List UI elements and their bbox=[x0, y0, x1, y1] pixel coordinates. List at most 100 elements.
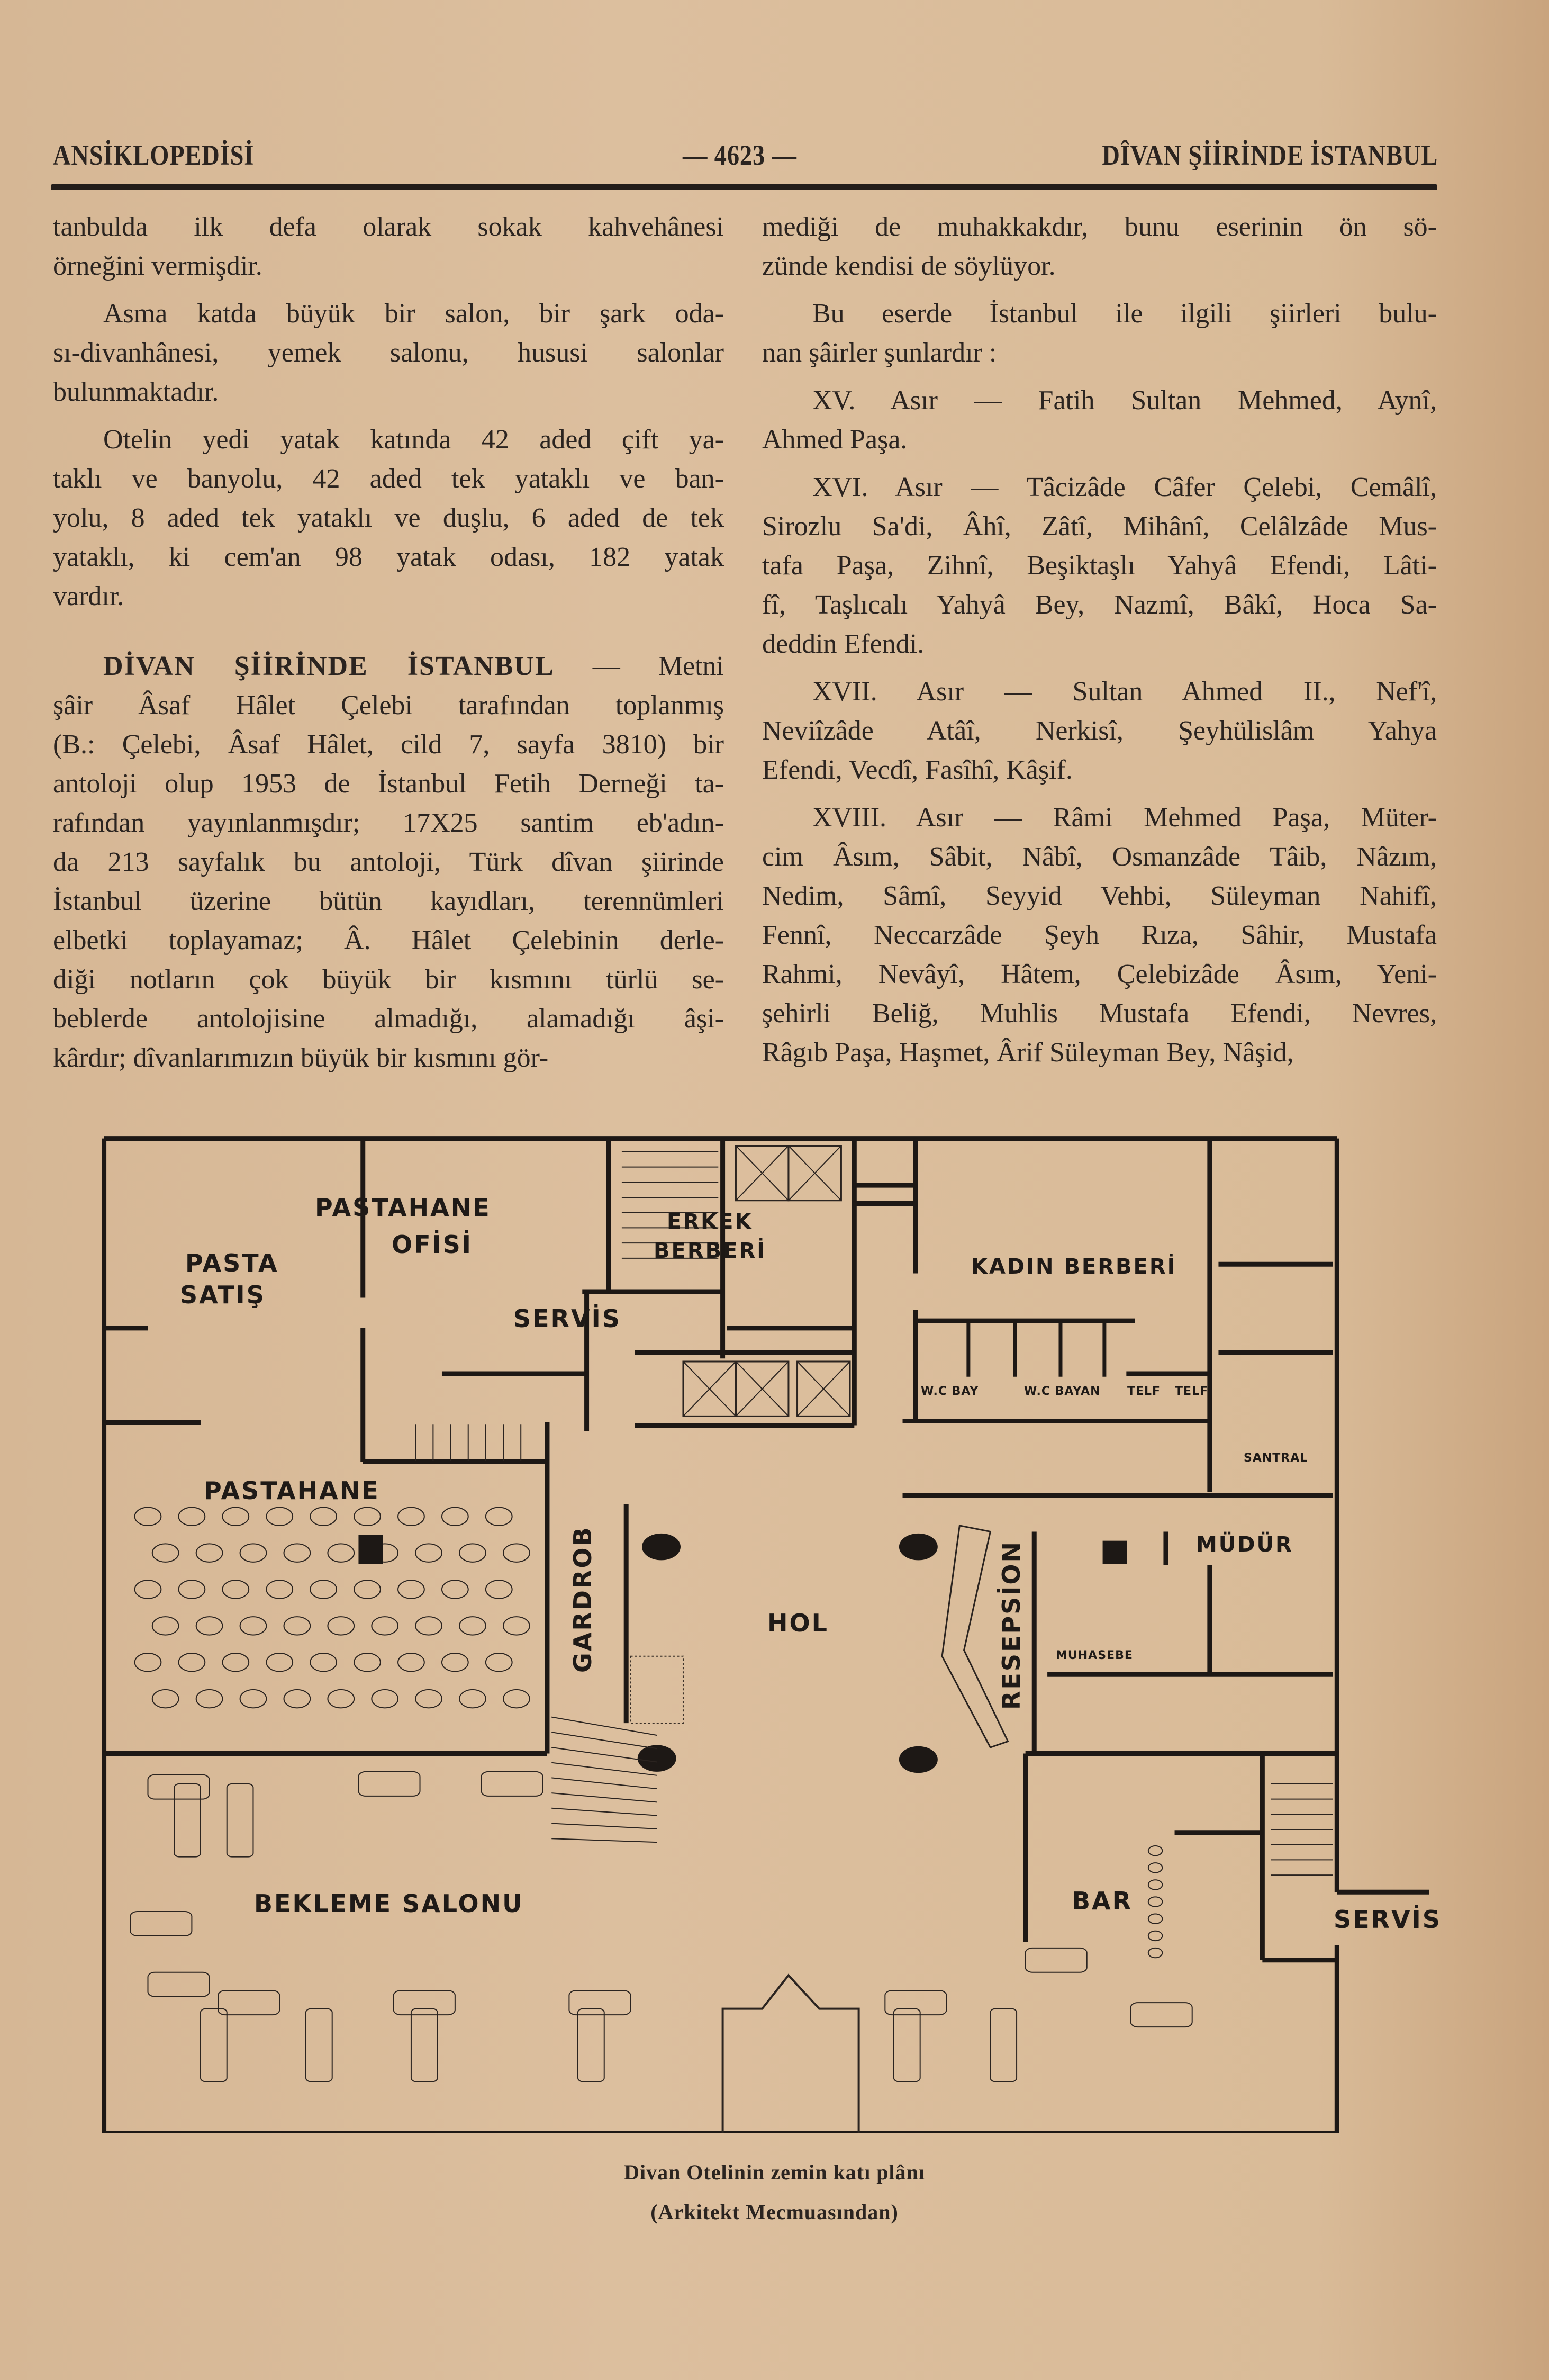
lounge-seat bbox=[148, 1775, 209, 1799]
column-pillar bbox=[899, 1533, 938, 1561]
stair-step bbox=[551, 1793, 657, 1802]
cafe-chair bbox=[240, 1617, 267, 1635]
paragraph: XV. Asır — Fatih Sultan Mehmed, Aynî,Ahm… bbox=[762, 381, 1437, 459]
text-line: örneğini vermişdir. bbox=[53, 251, 262, 281]
label-bar: BAR bbox=[1072, 1887, 1133, 1915]
stair-step bbox=[551, 1717, 657, 1735]
text-line: İstanbul üzerine bütün kayıdları, terenn… bbox=[53, 886, 724, 916]
cafe-chair bbox=[310, 1580, 337, 1598]
cafe-chair bbox=[372, 1617, 398, 1635]
cafe-chair bbox=[152, 1617, 179, 1635]
paragraph: XVII. Asır — Sultan Ahmed II., Nef'î,Nev… bbox=[762, 672, 1437, 790]
label-wc-bayan: W.C BAYAN bbox=[1024, 1385, 1101, 1398]
text-line: Bu eserde İstanbul ile ilgili şiirleri b… bbox=[812, 299, 1437, 329]
text-line: Efendi, Vecdî, Fasîhî, Kâşif. bbox=[762, 755, 1073, 785]
lounge-seat bbox=[885, 1990, 946, 2015]
text-line: XVI. Asır — Tâcizâde Câfer Çelebi, Cemâl… bbox=[812, 472, 1437, 502]
floor-plan: PASTA SATIŞ PASTAHANE OFİSİ SERVİS ERKEK BERBE… bbox=[95, 1128, 1471, 2133]
cafe-chair bbox=[459, 1617, 486, 1635]
sofa bbox=[306, 2009, 332, 2082]
elevator-cross bbox=[683, 1362, 736, 1416]
cafe-chair bbox=[179, 1580, 205, 1598]
label-servis: SERVİS bbox=[1334, 1905, 1442, 1934]
lounge-seat bbox=[1026, 1948, 1087, 1972]
label-erkek-berberi: BERBERİ bbox=[654, 1239, 767, 1263]
bar-stool bbox=[1148, 1931, 1163, 1941]
cafe-chair bbox=[503, 1617, 530, 1635]
label-resepsion: RESEPSİON bbox=[997, 1540, 1026, 1710]
pillar-square bbox=[1102, 1540, 1127, 1564]
cafe-chair bbox=[222, 1653, 249, 1671]
paragraph: Bu eserde İstanbul ile ilgili şiirleri b… bbox=[762, 294, 1437, 373]
text-line: vardır. bbox=[53, 581, 124, 611]
text-line: tanbulda ilk defa olarak sokak kahvehâne… bbox=[53, 212, 724, 242]
cafe-chair bbox=[152, 1544, 179, 1562]
lounge-seat bbox=[148, 1972, 209, 1997]
text-line: Sirozlu Sa'di, Âhî, Zâtî, Mihânî, Celâlz… bbox=[762, 511, 1437, 542]
lounge-seat bbox=[358, 1772, 420, 1796]
text-line: fî, Taşlıcalı Yahyâ Bey, Nazmî, Bâkî, Ho… bbox=[762, 590, 1437, 620]
text-line: bulunmaktadır. bbox=[53, 377, 219, 407]
cafe-chair bbox=[354, 1580, 381, 1598]
column-pillar bbox=[899, 1746, 938, 1773]
cafe-chair bbox=[328, 1544, 354, 1562]
stair-step bbox=[551, 1763, 657, 1775]
stair-step bbox=[551, 1808, 657, 1816]
paragraph: tanbulda ilk defa olarak sokak kahvehâne… bbox=[53, 208, 724, 286]
cafe-chair bbox=[222, 1508, 249, 1526]
cafe-chair bbox=[196, 1544, 223, 1562]
cafe-chair bbox=[328, 1690, 354, 1708]
text-line: elbetki toplayamaz; Â. Hâlet Çelebinin d… bbox=[53, 925, 724, 955]
label-hol: HOL bbox=[767, 1609, 829, 1637]
cafe-chair bbox=[398, 1580, 424, 1598]
label-pastahane: PASTAHANE bbox=[204, 1476, 380, 1505]
cafe-chair bbox=[179, 1653, 205, 1671]
elevator-cross bbox=[798, 1362, 850, 1416]
cafe-chair bbox=[284, 1544, 311, 1562]
paragraph: XVI. Asır — Tâcizâde Câfer Çelebi, Cemâl… bbox=[762, 468, 1437, 664]
label-pasta-satis: PASTA bbox=[185, 1249, 279, 1277]
text-line: tafa Paşa, Zihnî, Beşiktaşlı Yahyâ Efend… bbox=[762, 551, 1437, 581]
text-line: cim Âsım, Sâbit, Nâbî, Osmanzâde Tâib, N… bbox=[762, 842, 1437, 872]
cafe-chair bbox=[179, 1508, 205, 1526]
running-header-left: ANSİKLOPEDİSİ bbox=[53, 139, 255, 171]
label-erkek-berberi: ERKEK bbox=[667, 1210, 753, 1234]
plant-pot bbox=[630, 1656, 683, 1723]
cafe-chair bbox=[310, 1508, 337, 1526]
cafe-chair bbox=[442, 1508, 468, 1526]
cafe-chair bbox=[135, 1508, 161, 1526]
label-santral: SANTRAL bbox=[1244, 1452, 1308, 1465]
cafe-chair bbox=[459, 1544, 486, 1562]
elevator-cross bbox=[789, 1146, 841, 1200]
text-line: diği notların çok büyük bir kısmını türl… bbox=[53, 964, 724, 995]
text-line: DİVAN ŞİİRİNDE İSTANBUL — Metni bbox=[53, 647, 724, 686]
cafe-chair bbox=[310, 1653, 337, 1671]
cafe-chair bbox=[354, 1653, 381, 1671]
elevator bbox=[789, 1146, 841, 1200]
cafe-chair bbox=[503, 1690, 530, 1708]
label-pastahane-ofisi: OFİSİ bbox=[392, 1230, 473, 1259]
bar-stool bbox=[1148, 1846, 1163, 1855]
cafe-chair bbox=[486, 1508, 512, 1526]
bar-stool bbox=[1148, 1880, 1163, 1889]
label-servis: SERVİS bbox=[513, 1304, 621, 1333]
cafe-chair bbox=[266, 1580, 293, 1598]
text-line-rest: — Metni bbox=[554, 651, 724, 681]
text-line: Râgıb Paşa, Haşmet, Ârif Süleyman Bey, N… bbox=[762, 1038, 1294, 1068]
lounge-seat bbox=[394, 1990, 455, 2015]
text-line: Ahmed Paşa. bbox=[762, 425, 908, 455]
figure-source: (Arkitekt Mecmuasından) bbox=[650, 2200, 899, 2224]
text-line: da 213 sayfalık bu antoloji, Türk dîvan … bbox=[53, 847, 724, 877]
cafe-chair bbox=[442, 1653, 468, 1671]
label-kadin-berberi: KADIN BERBERİ bbox=[971, 1255, 1177, 1279]
text-line: yataklı, ki cem'an 98 yatak odası, 182 y… bbox=[53, 542, 724, 572]
label-pasta-satis: SATIŞ bbox=[180, 1281, 266, 1309]
floor-plan-drawing bbox=[95, 1128, 1471, 2133]
elevator-cross bbox=[736, 1362, 788, 1416]
cafe-chair bbox=[503, 1544, 530, 1562]
right-text-column: mediği de muhakkakdır, bunu eserinin ön … bbox=[762, 208, 1437, 1072]
label-muhasebe: MUHASEBE bbox=[1056, 1649, 1133, 1662]
cafe-chair bbox=[266, 1653, 293, 1671]
running-header-right: DÎVAN ŞİİRİNDE İSTANBUL bbox=[1102, 139, 1438, 171]
text-line: nan şâirler şunlardır : bbox=[762, 338, 997, 368]
